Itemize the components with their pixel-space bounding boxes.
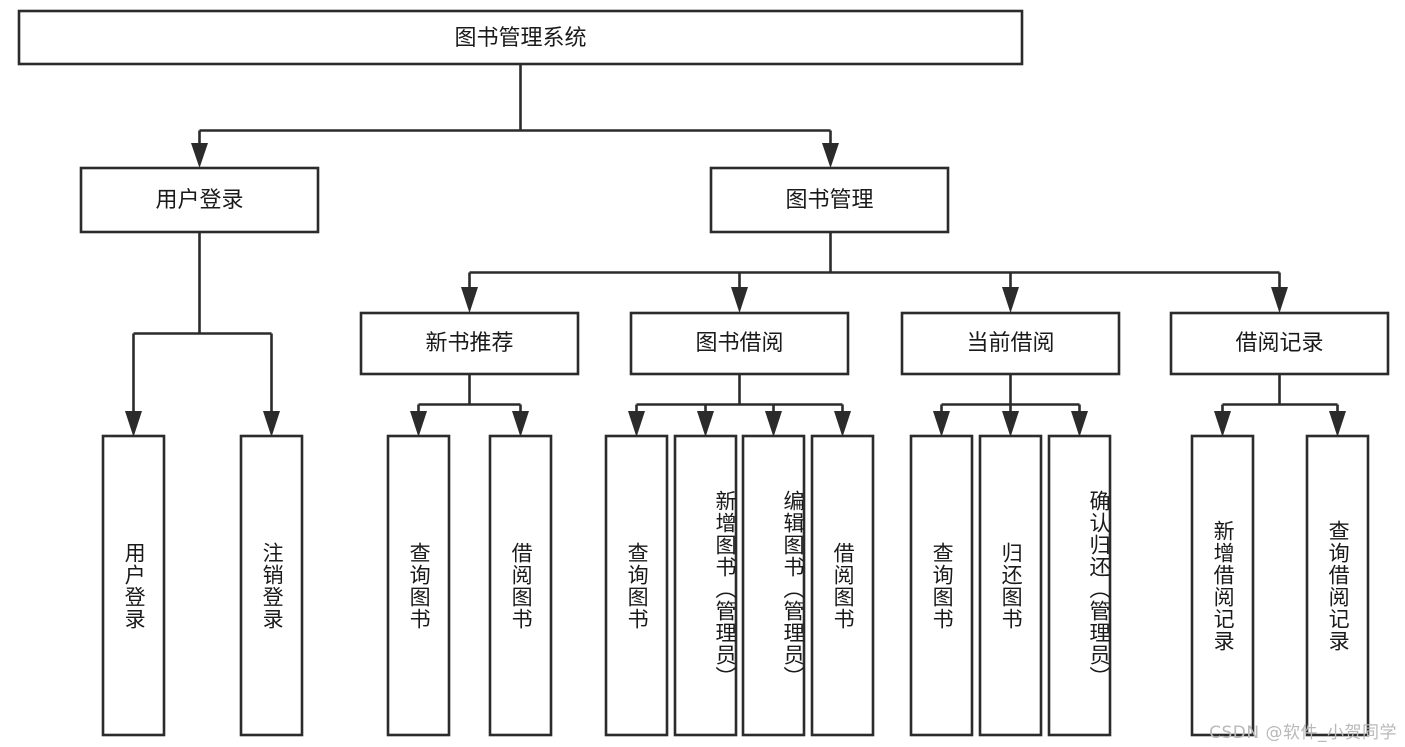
arrow-new-book-recommend <box>461 287 478 313</box>
arrow-current-borrow <box>1002 287 1019 313</box>
node-leaf-return-book[interactable] <box>978 434 1043 737</box>
arrow-leaf-borrow-book-2 <box>834 411 851 437</box>
node-leaf-user-login[interactable] <box>101 434 166 737</box>
arrow-borrow-record <box>1271 287 1288 313</box>
node-borrow-record-label: 借阅记录 <box>1235 331 1323 356</box>
node-current-borrow[interactable] <box>900 311 1121 376</box>
node-book-manage-label: 图书管理 <box>785 188 873 213</box>
node-leaf-confirm-return[interactable] <box>1047 434 1112 737</box>
node-root-label: 图书管理系统 <box>454 26 586 51</box>
node-leaf-query-book-3[interactable] <box>909 434 974 737</box>
arrow-root-to-book-manage <box>822 143 839 168</box>
node-book-borrow[interactable] <box>629 311 850 376</box>
arrow-leaf-query-book-3 <box>933 411 950 437</box>
node-leaf-borrow-book-1[interactable] <box>488 434 553 737</box>
arrow-leaf-return-book <box>1002 411 1019 437</box>
node-book-borrow-label: 图书借阅 <box>695 331 783 356</box>
node-leaf-logout[interactable] <box>239 434 304 737</box>
node-group: 图书管理系统 用户登录 图书管理 新书推荐 图书借阅 当前借阅 借阅记录 <box>17 9 1390 737</box>
node-leaf-query-book-1[interactable] <box>386 434 451 737</box>
arrow-leaf-edit-book <box>765 411 782 437</box>
arrow-leaf-borrow-book-1 <box>512 411 529 437</box>
node-leaf-query-record[interactable] <box>1305 434 1370 737</box>
node-root[interactable] <box>17 9 1024 66</box>
arrow-book-borrow <box>731 287 748 313</box>
edge-group <box>125 64 1346 437</box>
arrow-leaf-query-book-2 <box>628 411 645 437</box>
node-book-manage[interactable] <box>709 166 950 234</box>
node-user-login[interactable] <box>79 166 320 234</box>
node-leaf-borrow-book-2[interactable] <box>810 434 875 737</box>
arrow-leaf-add-book <box>697 411 714 437</box>
node-leaf-edit-book[interactable] <box>741 434 806 737</box>
node-leaf-add-book[interactable] <box>673 434 738 737</box>
arrow-leaf-query-book-1 <box>410 411 427 437</box>
arrow-leaf-confirm-return <box>1071 411 1088 437</box>
node-user-login-label: 用户登录 <box>155 188 243 213</box>
arrow-leaf-add-record <box>1214 411 1231 437</box>
arrow-leaf-user-login <box>125 411 142 437</box>
node-leaf-add-record[interactable] <box>1190 434 1255 737</box>
arrow-root-to-user-login <box>191 143 208 168</box>
arrow-leaf-query-record <box>1329 411 1346 437</box>
node-current-borrow-label: 当前借阅 <box>966 331 1054 356</box>
node-new-book-recommend[interactable] <box>359 311 580 376</box>
node-new-book-recommend-label: 新书推荐 <box>425 331 513 356</box>
node-leaf-query-book-2[interactable] <box>604 434 669 737</box>
csdn-watermark: CSDN @软件_小贺同学 <box>1209 723 1397 743</box>
arrow-leaf-logout <box>263 411 280 437</box>
node-borrow-record[interactable] <box>1169 311 1390 376</box>
